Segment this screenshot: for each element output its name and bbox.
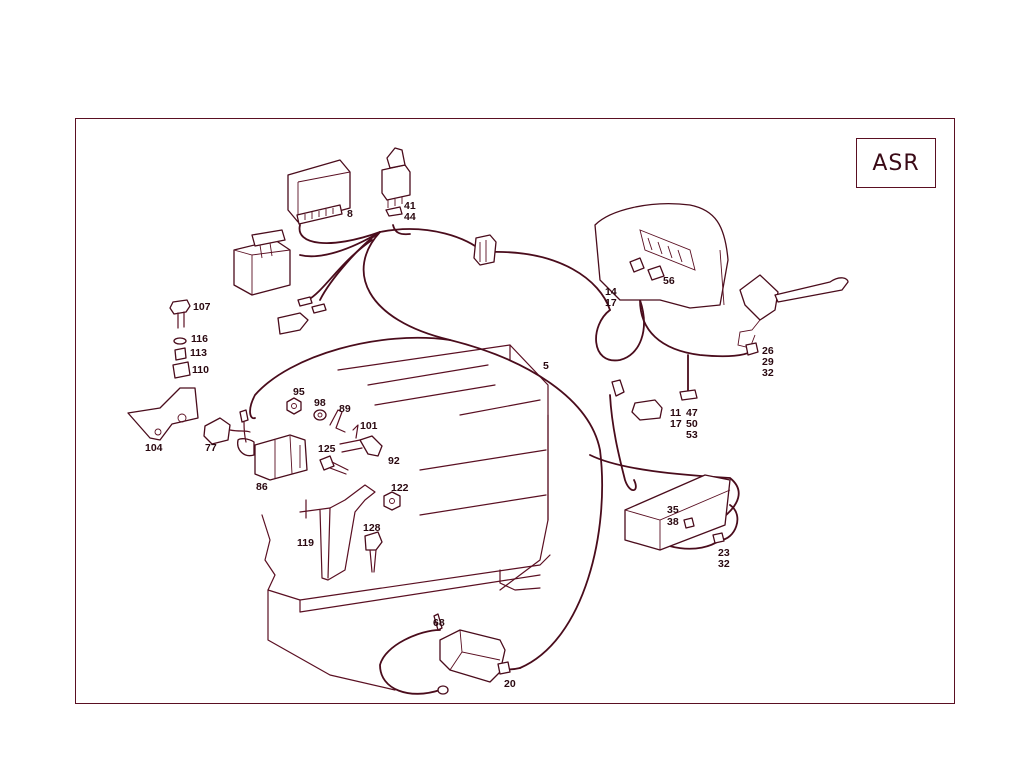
lever-switch bbox=[737, 274, 849, 356]
label-26: 26 bbox=[762, 345, 774, 357]
label-17-top: 17 bbox=[605, 297, 617, 309]
label-128: 128 bbox=[363, 522, 381, 534]
harness-wires bbox=[249, 224, 751, 695]
label-53: 53 bbox=[686, 429, 698, 441]
asr-title-box: ASR bbox=[856, 138, 936, 188]
control-box-35-38 bbox=[624, 474, 731, 551]
control-unit-8 bbox=[287, 159, 351, 225]
label-29: 29 bbox=[762, 356, 774, 368]
hardware-parts bbox=[286, 397, 401, 573]
label-113: 113 bbox=[190, 347, 207, 359]
label-122: 122 bbox=[391, 482, 409, 494]
label-125: 125 bbox=[318, 443, 336, 455]
label-95: 95 bbox=[293, 386, 305, 398]
label-11: 11 bbox=[670, 407, 682, 419]
label-92: 92 bbox=[388, 455, 400, 467]
sensor-77 bbox=[203, 417, 251, 445]
harness-connectors-left bbox=[277, 296, 327, 335]
hydraulic-unit-86 bbox=[237, 409, 308, 481]
instrument-cluster-56 bbox=[594, 203, 729, 309]
module-20 bbox=[433, 613, 511, 695]
bracket-104 bbox=[127, 299, 199, 441]
label-5: 5 bbox=[543, 360, 549, 372]
label-32-top: 32 bbox=[762, 367, 774, 379]
label-86: 86 bbox=[256, 481, 268, 493]
bracket-119 bbox=[299, 484, 376, 581]
label-50: 50 bbox=[686, 418, 698, 430]
diagram-frame bbox=[75, 118, 955, 704]
label-35: 35 bbox=[667, 504, 679, 516]
label-32-bottom: 32 bbox=[718, 558, 730, 570]
label-77: 77 bbox=[205, 442, 217, 454]
sensor-plug bbox=[611, 379, 698, 421]
label-41: 41 bbox=[404, 200, 416, 212]
label-47: 47 bbox=[686, 407, 698, 419]
label-110: 110 bbox=[192, 364, 209, 376]
relay-41-44 bbox=[381, 147, 411, 217]
label-68: 68 bbox=[433, 617, 445, 629]
label-98: 98 bbox=[314, 397, 326, 409]
label-17-bottom: 17 bbox=[670, 418, 682, 430]
label-56: 56 bbox=[663, 275, 675, 287]
label-23: 23 bbox=[718, 547, 730, 559]
label-119: 119 bbox=[297, 537, 314, 549]
label-20: 20 bbox=[504, 678, 516, 690]
relay-box bbox=[233, 229, 291, 296]
label-8: 8 bbox=[347, 208, 353, 220]
grommet-connector bbox=[473, 234, 497, 266]
label-101: 101 bbox=[360, 420, 378, 432]
label-14: 14 bbox=[605, 286, 617, 298]
label-107: 107 bbox=[193, 301, 211, 313]
label-38: 38 bbox=[667, 516, 679, 528]
label-89: 89 bbox=[339, 403, 351, 415]
label-104: 104 bbox=[145, 442, 163, 454]
label-44: 44 bbox=[404, 211, 416, 223]
label-116: 116 bbox=[191, 333, 208, 345]
